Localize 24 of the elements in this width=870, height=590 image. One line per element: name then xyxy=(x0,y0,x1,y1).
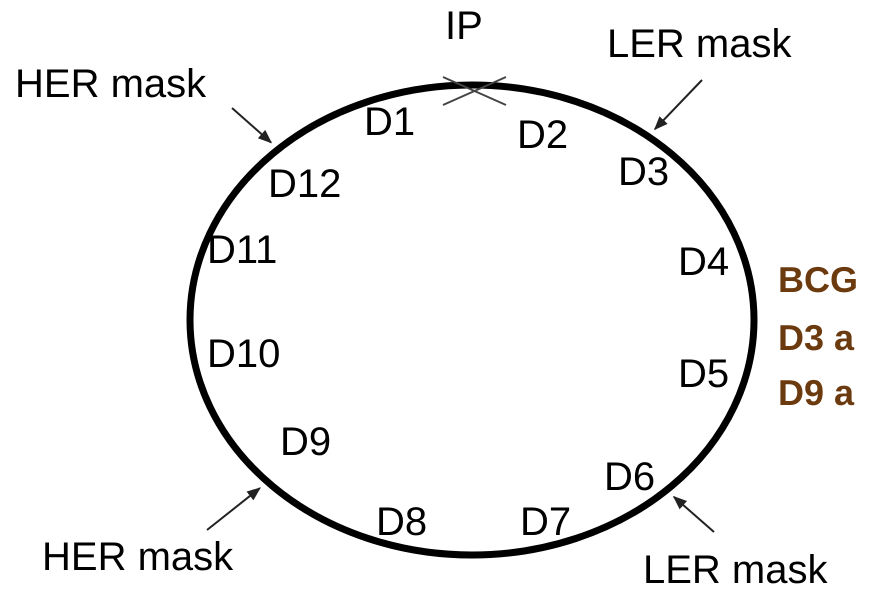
leader-arrow xyxy=(654,79,703,130)
section-label: D12 xyxy=(268,162,342,206)
mask-label: HER mask xyxy=(42,535,234,579)
mask-label: HER mask xyxy=(15,62,206,106)
leader-arrow xyxy=(672,496,715,533)
section-label: D4 xyxy=(678,240,730,284)
leader-arrow xyxy=(231,107,272,144)
section-label: D10 xyxy=(207,332,280,376)
section-label: D7 xyxy=(520,500,572,544)
section-label: D1 xyxy=(364,100,416,144)
mask-label: LER mask xyxy=(607,22,792,66)
note-text: D9 a xyxy=(778,373,854,413)
section-label: D9 xyxy=(280,420,332,464)
section-label: D11 xyxy=(207,228,278,272)
section-label: D6 xyxy=(604,455,656,499)
section-label: D3 xyxy=(618,150,670,194)
note-text: D3 a xyxy=(778,318,854,358)
leader-arrow xyxy=(206,487,261,531)
section-label: D5 xyxy=(678,352,730,396)
note-text: BCG xyxy=(778,260,858,300)
point-label: IP xyxy=(445,4,483,48)
section-label: D2 xyxy=(517,113,568,157)
section-label: D8 xyxy=(376,500,428,544)
mask-label: LER mask xyxy=(643,548,828,590)
